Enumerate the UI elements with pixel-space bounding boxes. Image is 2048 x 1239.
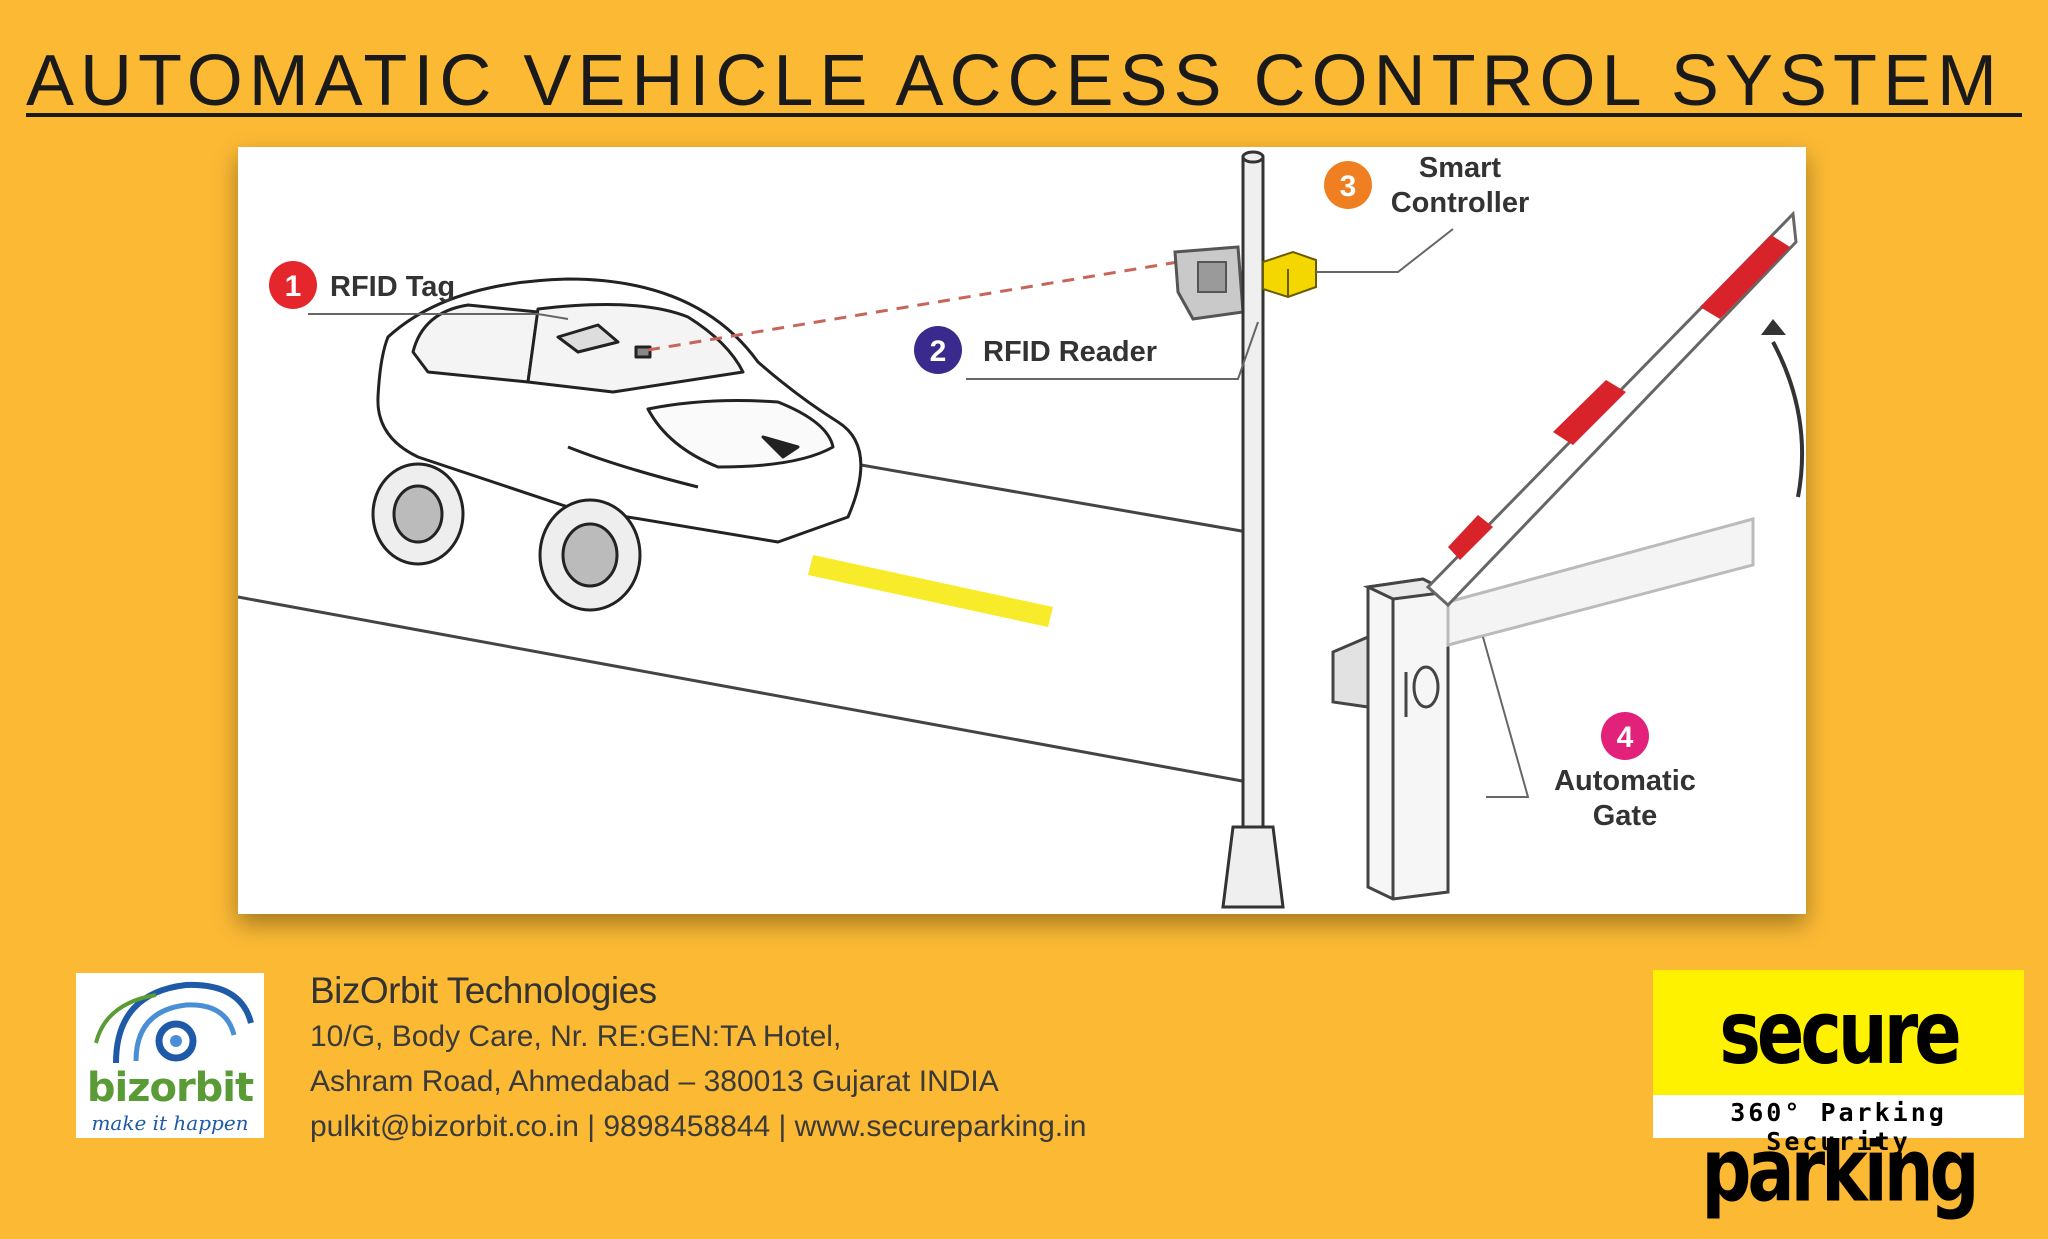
page-title: AUTOMATIC VEHICLE ACCESS CONTROL SYSTEM [26,41,2003,121]
diagram-illustration: 1 RFID Tag 2 RFID Reader 3 Smart Control… [238,150,1805,909]
address-line-2: Ashram Road, Ahmedabad – 380013 Gujarat … [310,1065,999,1098]
secure-parking-logo: secure parking 360° Parking Security [1653,970,2024,1222]
company-name: BizOrbit Technologies [310,970,657,1011]
leader-line-1 [308,313,569,320]
logo-wordmark: secure parking [1701,981,1979,1222]
badge-3-icon [1324,161,1372,209]
leader-line-4 [1482,636,1530,798]
callout-label: RFID Reader [983,336,1157,368]
leader-line-2 [966,321,1259,380]
arrow-head-icon [1761,319,1786,335]
title-underline [26,113,2022,117]
badge-number: 1 [285,270,302,303]
logo-tagline-band [1653,1095,2024,1138]
barrier-arm-closed [1446,517,1755,647]
contact-line: pulkit@bizorbit.co.in | 9898458844 | www… [310,1110,1087,1143]
road-edge-near [238,595,1254,785]
rfid-signal-path [647,260,1179,352]
opening-arrow [1771,341,1805,498]
smart-controller-box [1262,250,1317,299]
car-illustration [371,277,863,612]
orbit-swirl-icon [94,981,254,1064]
callout-label: Controller [1391,187,1530,219]
badge-1-icon [269,261,317,309]
reader-pole [1221,150,1285,909]
loop-detector [808,555,1053,627]
system-diagram: 1 RFID Tag 2 RFID Reader 3 Smart Control… [238,147,1806,914]
callout-label: Automatic [1554,765,1696,797]
leader-line-3 [1316,228,1454,273]
logo-tagline: make it happen [91,1111,249,1135]
callout-rfid-tag: 1 RFID Tag [269,261,455,309]
callout-label: RFID Tag [330,271,455,303]
callout-rfid-reader: 2 RFID Reader [914,326,1157,374]
callout-label: Smart [1419,152,1502,184]
badge-number: 4 [1617,721,1634,754]
badge-2-icon [914,326,962,374]
rfid-reader-device [1173,245,1245,321]
callout-automatic-gate: 4 Automatic Gate [1554,712,1696,832]
logo-tagline: 360° Parking Security [1730,1098,1947,1156]
bizorbit-logo: bizorbit make it happen [76,973,264,1138]
badge-number: 3 [1340,170,1357,203]
logo-wordmark: bizorbit [86,1065,254,1111]
road-edge-far [837,459,1254,535]
address-line-1: 10/G, Body Care, Nr. RE:GEN:TA Hotel, [310,1020,842,1053]
badge-4-icon [1601,712,1649,760]
callout-label: Gate [1593,800,1657,832]
barrier-cabinet [1331,577,1453,901]
badge-number: 2 [930,335,947,368]
barrier-arm-open [1425,210,1798,608]
company-info: BizOrbit Technologies 10/G, Body Care, N… [310,968,1086,1149]
callout-smart-controller: 3 Smart Controller [1324,152,1529,219]
